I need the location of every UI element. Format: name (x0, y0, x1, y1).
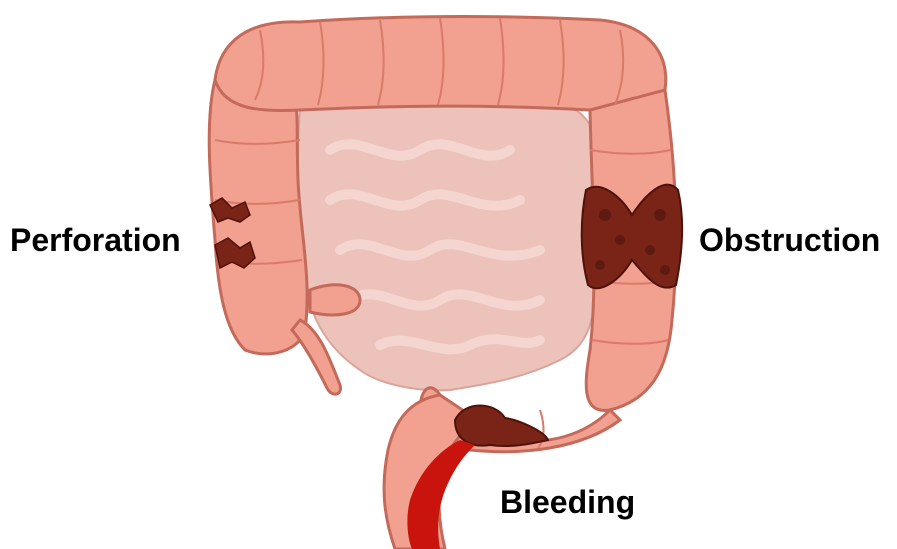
bleeding-label: Bleeding (500, 484, 635, 521)
perforation-label: Perforation (10, 222, 181, 259)
cecum (310, 285, 360, 315)
obstruction-label: Obstruction (699, 222, 880, 259)
